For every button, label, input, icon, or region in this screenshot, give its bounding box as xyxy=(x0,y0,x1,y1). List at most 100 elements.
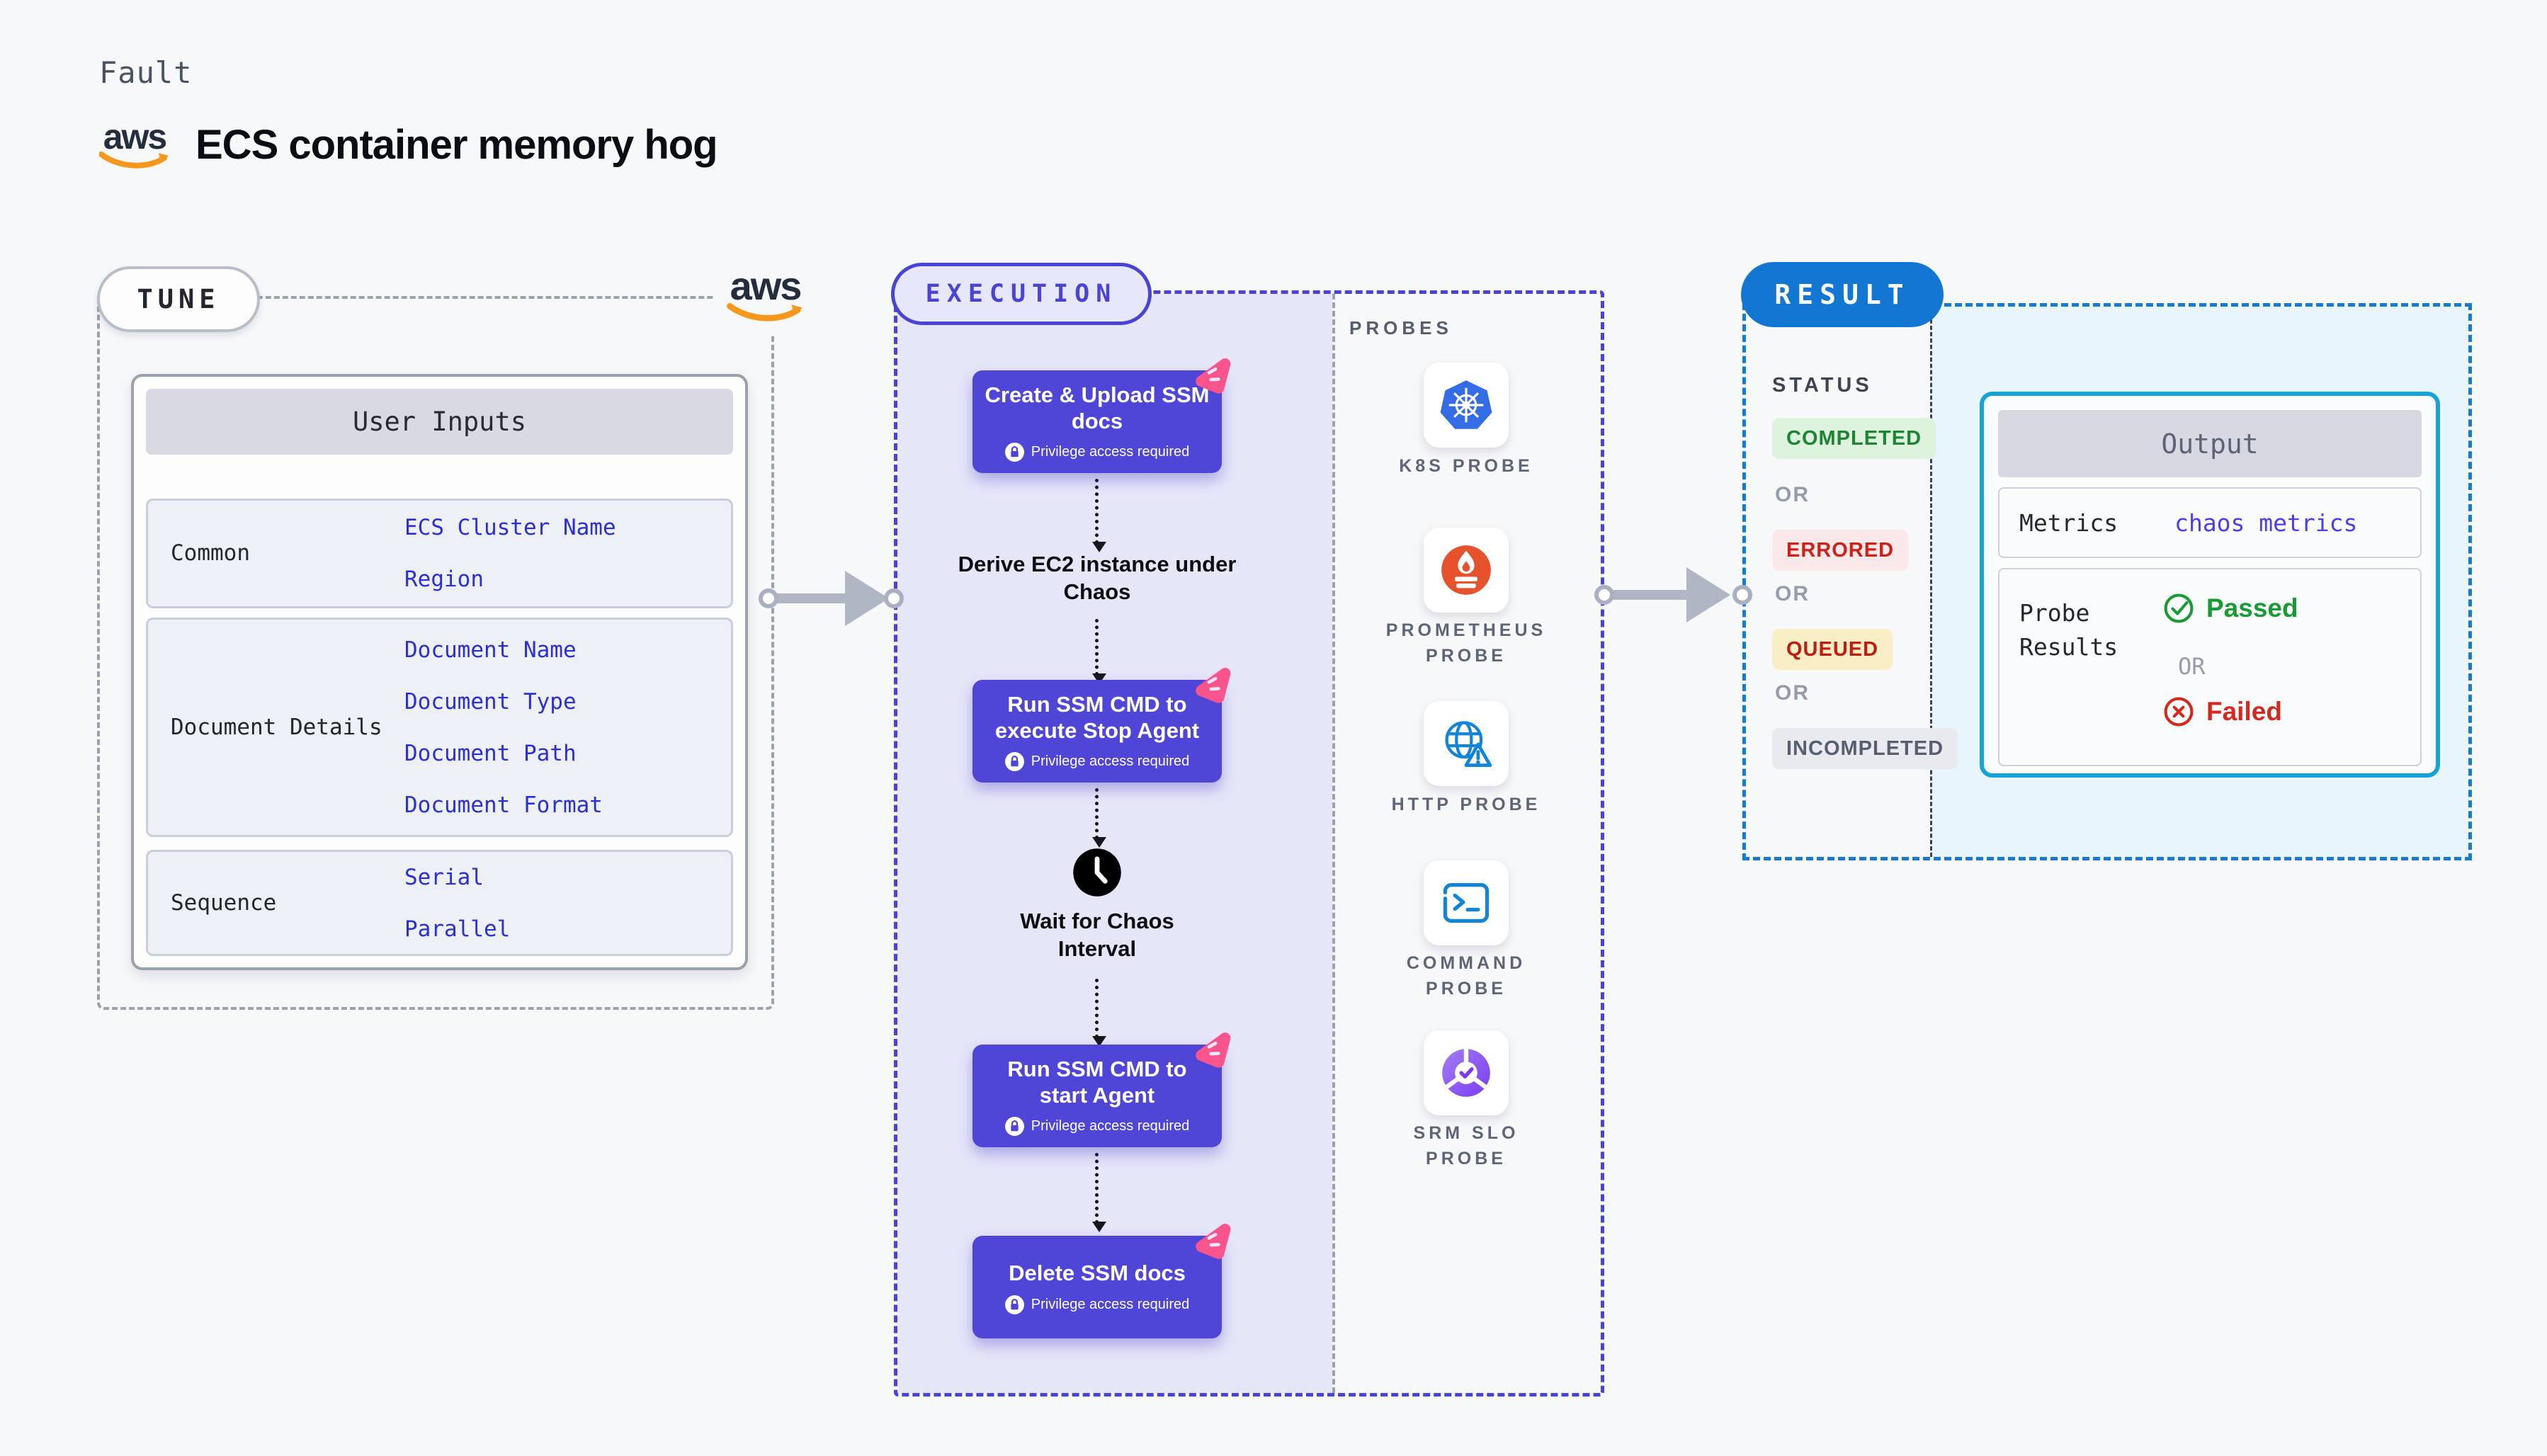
step-title: Run SSM CMD to execute Stop Agent xyxy=(994,691,1200,743)
step-derive-ec2-instance: Derive EC2 instance under Chaos xyxy=(958,552,1237,604)
flow-connector xyxy=(1092,979,1106,1047)
lock-icon xyxy=(1004,1117,1024,1137)
page-header: aws ECS container memory hog xyxy=(99,119,718,170)
lock-icon xyxy=(1004,752,1024,772)
probe-label: COMMAND PROBE xyxy=(1406,953,1526,999)
page-title: ECS container memory hog xyxy=(195,121,718,168)
lock-icon xyxy=(1004,1295,1024,1314)
metrics-value: chaos metrics xyxy=(2174,508,2358,537)
step-run-ssm-start-agent: Run SSM CMD to start Agent Privilege acc… xyxy=(972,1033,1231,1147)
execution-flow-background xyxy=(897,294,1332,1393)
row-label: Document Details xyxy=(171,714,382,740)
connector-dot xyxy=(1732,585,1752,605)
status-output-divider xyxy=(1930,307,1932,857)
probe-card-prometheus xyxy=(1424,528,1509,613)
input-value: Document Name xyxy=(404,637,577,663)
output-title: Output xyxy=(1998,410,2422,477)
aws-wordmark: aws xyxy=(103,117,168,157)
or-separator: OR xyxy=(2178,653,2206,680)
lock-icon xyxy=(1004,443,1024,462)
flow-connector xyxy=(1092,479,1106,552)
input-value: ECS Cluster Name xyxy=(404,515,616,540)
probe-result-passed: Passed xyxy=(2162,592,2298,625)
step-run-ssm-stop-agent: Run SSM CMD to execute Stop Agent Privil… xyxy=(972,668,1231,783)
flow-connector xyxy=(1092,619,1106,684)
status-badge-errored: ERRORED xyxy=(1772,530,1909,571)
probe-label: HTTP PROBE xyxy=(1391,795,1541,814)
input-value: Serial xyxy=(404,864,484,890)
user-inputs-card: User Inputs Common ECS Cluster Name Regi… xyxy=(131,374,748,970)
probes-title: PROBES xyxy=(1349,317,1453,339)
chaos-experiment-icon xyxy=(1188,1023,1237,1073)
http-globe-icon xyxy=(1445,721,1492,767)
result-section-frame xyxy=(1742,303,2472,860)
table-row: Common ECS Cluster Name Region xyxy=(146,499,733,608)
aws-logo-icon: aws xyxy=(99,119,170,170)
probe-card-srm-slo xyxy=(1424,1030,1509,1115)
status-badge-queued: QUEUED xyxy=(1772,629,1893,670)
execution-section-label: EXECUTION xyxy=(891,263,1152,325)
input-value: Parallel xyxy=(404,916,511,942)
user-inputs-title: User Inputs xyxy=(146,389,733,455)
terminal-icon xyxy=(1443,883,1490,923)
connector-dot xyxy=(884,588,904,608)
flow-connector xyxy=(1092,788,1106,848)
tune-section-frame xyxy=(97,296,774,1010)
step-title: Delete SSM docs xyxy=(1009,1261,1186,1286)
clock-icon xyxy=(1072,847,1123,902)
status-title: STATUS xyxy=(1772,374,1873,397)
input-value: Document Format xyxy=(404,792,603,818)
privilege-note: Privilege access required xyxy=(1031,1118,1190,1134)
tune-aws-corner: aws xyxy=(714,255,817,334)
output-card: Output Metrics chaos metrics Probe Resul… xyxy=(1980,392,2440,778)
fault-eyebrow: Fault xyxy=(99,55,193,90)
result-section-label: RESULT xyxy=(1741,262,1944,327)
probe-results-label: Probe Results xyxy=(2019,599,2118,661)
step-title: Create & Upload SSM docs xyxy=(985,382,1210,433)
step-wait-chaos-interval: Wait for Chaos Interval xyxy=(1020,909,1174,961)
chaos-experiment-icon xyxy=(1188,349,1237,399)
privilege-note: Privilege access required xyxy=(1031,753,1190,770)
status-badge-completed: COMPLETED xyxy=(1772,418,1936,459)
row-label: Sequence xyxy=(171,889,277,916)
input-value: Document Type xyxy=(404,688,577,715)
probe-card-command xyxy=(1424,860,1509,945)
step-delete-ssm-docs: Delete SSM docs Privilege access require… xyxy=(972,1224,1231,1338)
kubernetes-icon xyxy=(1440,380,1492,429)
step-create-upload-ssm-docs: Create & Upload SSM docs Privilege acces… xyxy=(972,358,1231,473)
row-label: Common xyxy=(171,540,250,567)
probe-result-failed: Failed xyxy=(2162,695,2282,728)
table-row: Sequence Serial Parallel xyxy=(146,850,733,956)
x-circle-icon xyxy=(2164,697,2194,727)
flow-connector xyxy=(1092,1153,1106,1232)
input-value: Document Path xyxy=(404,740,577,766)
probe-label: SRM SLO PROBE xyxy=(1413,1123,1519,1169)
failed-label: Failed xyxy=(2206,697,2282,726)
privilege-note: Privilege access required xyxy=(1031,444,1190,460)
probes-divider xyxy=(1332,294,1335,1393)
metrics-row: Metrics chaos metrics xyxy=(1998,487,2422,558)
connector-dot xyxy=(759,588,778,608)
or-separator: OR xyxy=(1775,582,1810,605)
or-separator: OR xyxy=(1775,681,1810,705)
probe-card-k8s xyxy=(1424,363,1509,448)
probe-card-http xyxy=(1424,701,1509,786)
probe-results-row: Probe Results Passed OR Failed xyxy=(1998,568,2422,766)
privilege-note: Privilege access required xyxy=(1031,1296,1190,1312)
slo-donut-icon xyxy=(1442,1047,1490,1097)
passed-label: Passed xyxy=(2206,593,2298,622)
input-value: Region xyxy=(404,567,484,592)
status-badge-incompleted: INCOMPLETED xyxy=(1772,728,1958,769)
or-separator: OR xyxy=(1775,483,1810,506)
probe-label: K8S PROBE xyxy=(1399,456,1533,476)
aws-logo-icon: aws xyxy=(726,263,805,323)
probe-label: PROMETHEUS PROBE xyxy=(1385,620,1547,666)
table-row: Document Details Document Name Document … xyxy=(146,618,733,837)
connector-dot xyxy=(1594,585,1614,605)
step-title: Run SSM CMD to start Agent xyxy=(1007,1056,1187,1108)
metrics-label: Metrics xyxy=(2019,508,2118,537)
chaos-experiment-icon xyxy=(1188,659,1237,708)
check-circle-icon xyxy=(2164,593,2194,623)
tune-section-label: TUNE xyxy=(97,266,260,332)
aws-wordmark: aws xyxy=(730,263,802,308)
